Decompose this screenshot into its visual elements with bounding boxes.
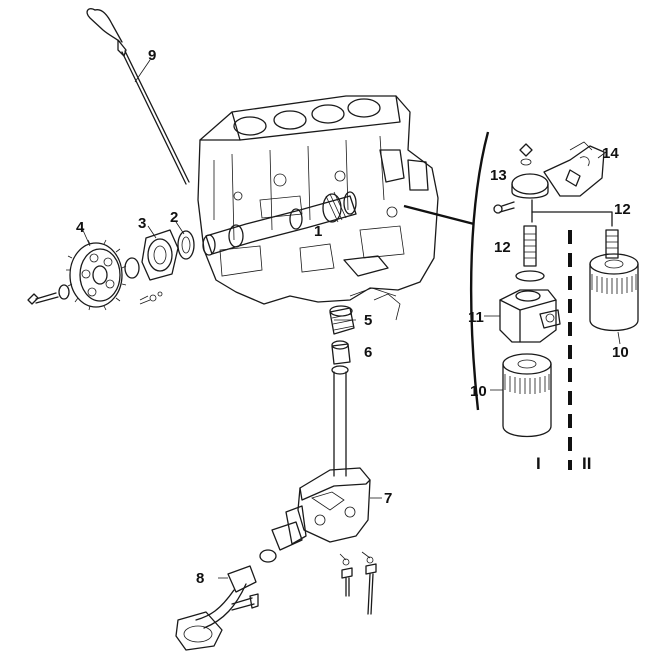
callout-2: 2 xyxy=(170,209,178,226)
oil-pump xyxy=(259,365,382,615)
callout-13: 13 xyxy=(490,167,507,184)
oil-pickup-tube xyxy=(175,565,259,651)
callout-5: 5 xyxy=(364,312,372,329)
callout-7: 7 xyxy=(384,490,392,507)
drive-gear xyxy=(329,305,356,335)
callout-1: 1 xyxy=(314,223,322,240)
bushing xyxy=(331,340,351,365)
variant-label-ii: II xyxy=(582,454,591,473)
intermediate-shaft xyxy=(202,191,357,256)
sprocket-bolt xyxy=(27,284,70,305)
callout-3: 3 xyxy=(138,215,146,232)
engine-block xyxy=(197,95,439,305)
callout-6: 6 xyxy=(364,344,372,361)
filter-housing-top xyxy=(493,141,607,214)
oil-pipe-right xyxy=(605,229,619,259)
flange-bolts xyxy=(139,291,163,305)
oil-pipe-left xyxy=(515,225,545,282)
callout-10-right: 10 xyxy=(612,344,629,361)
callout-12-right: 12 xyxy=(614,201,631,218)
variant-label-i: I xyxy=(536,454,541,473)
callout-4: 4 xyxy=(76,219,85,236)
callout-8: 8 xyxy=(196,570,204,587)
filter-adapter xyxy=(484,289,561,343)
shaft-seal xyxy=(175,221,195,260)
variant-connector xyxy=(531,199,613,227)
dipstick xyxy=(86,8,190,185)
leader-lines xyxy=(349,204,475,321)
callout-12-left: 12 xyxy=(494,239,511,256)
callout-10-left: 10 xyxy=(470,383,487,400)
oil-filter-left xyxy=(490,353,552,438)
inset-bracket xyxy=(469,131,490,411)
callout-9: 9 xyxy=(148,47,156,64)
callout-11: 11 xyxy=(468,309,484,326)
intermediate-sprocket xyxy=(66,227,127,311)
shaft-flange xyxy=(124,225,179,281)
callout-14: 14 xyxy=(602,145,619,162)
oil-filter-right xyxy=(589,253,639,345)
